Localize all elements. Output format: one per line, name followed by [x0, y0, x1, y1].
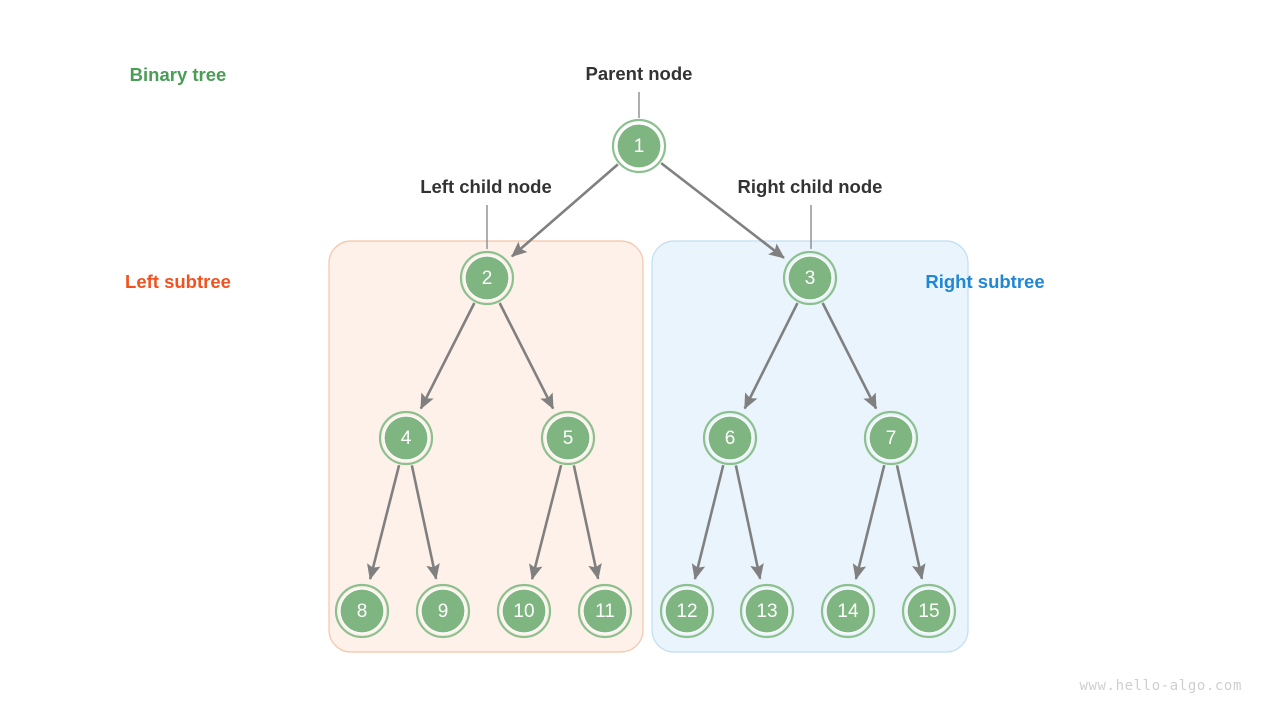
node-ring — [702, 410, 758, 466]
tree-node-15[interactable]: 15 — [901, 583, 957, 639]
node-ring — [820, 583, 876, 639]
tree-node-2[interactable]: 2 — [459, 250, 515, 306]
tree-node-3[interactable]: 3 — [782, 250, 838, 306]
tree-node-13[interactable]: 13 — [739, 583, 795, 639]
tree-edge-7-15 — [895, 465, 926, 580]
node-ring — [901, 583, 957, 639]
tree-edge-1-2 — [511, 163, 619, 258]
tree-node-9[interactable]: 9 — [415, 583, 471, 639]
tree-edge-5-11 — [572, 465, 602, 580]
tree-edge-6-12 — [691, 464, 725, 580]
node-label: 11 — [595, 601, 615, 622]
tree-node-12[interactable]: 12 — [659, 583, 715, 639]
node-disc — [502, 589, 546, 633]
node-disc — [546, 416, 590, 460]
node-label: 6 — [725, 428, 736, 449]
node-ring — [334, 583, 390, 639]
tree-node-14[interactable]: 14 — [820, 583, 876, 639]
tree-node-5[interactable]: 5 — [540, 410, 596, 466]
node-label: 14 — [837, 601, 859, 622]
node-label: 13 — [756, 601, 777, 622]
tree-edge-4-9 — [410, 465, 440, 580]
tree-edge-5-10 — [529, 464, 563, 581]
node-ring — [659, 583, 715, 639]
node-disc — [708, 416, 752, 460]
node-disc — [384, 416, 428, 460]
node-ring — [577, 583, 633, 639]
tree-node-11[interactable]: 11 — [577, 583, 633, 639]
tree-edge-2-5 — [498, 302, 555, 410]
node-disc — [826, 589, 870, 633]
node-ring — [782, 250, 838, 306]
node-ring — [415, 583, 471, 639]
node-ring — [496, 583, 552, 639]
node-disc — [465, 256, 509, 300]
tree-node-6[interactable]: 6 — [702, 410, 758, 466]
tree-edge-1-3 — [660, 162, 785, 259]
parent-node-label: Parent node — [586, 63, 693, 84]
node-disc — [617, 124, 661, 168]
right-subtree-label: Right subtree — [925, 271, 1044, 292]
right-subtree-panel — [651, 240, 969, 653]
node-ring — [459, 250, 515, 306]
left-subtree-label: Left subtree — [125, 271, 231, 292]
node-ring — [863, 410, 919, 466]
node-label: 7 — [886, 428, 897, 449]
node-disc — [583, 589, 627, 633]
tree-edges — [367, 162, 926, 581]
node-label: 12 — [676, 601, 697, 622]
node-disc — [788, 256, 832, 300]
node-label: 8 — [357, 601, 368, 622]
subtree-panels — [328, 240, 969, 653]
node-ring — [378, 410, 434, 466]
node-label: 9 — [438, 601, 449, 622]
node-label: 1 — [634, 136, 645, 157]
tree-edge-3-6 — [743, 302, 799, 410]
tree-node-8[interactable]: 8 — [334, 583, 390, 639]
diagram-title: Binary tree — [130, 64, 227, 85]
right-child-node-label: Right child node — [738, 176, 883, 197]
node-label: 2 — [482, 268, 493, 289]
tree-edge-2-4 — [419, 302, 476, 410]
node-disc — [665, 589, 709, 633]
node-ring — [739, 583, 795, 639]
node-label: 5 — [563, 428, 574, 449]
callout-leader-lines — [486, 92, 812, 249]
node-disc — [745, 589, 789, 633]
node-label: 15 — [918, 601, 939, 622]
left-child-node-label: Left child node — [420, 176, 552, 197]
watermark: www.hello-algo.com — [1079, 678, 1242, 694]
node-disc — [907, 589, 951, 633]
tree-edge-7-14 — [852, 464, 886, 580]
node-disc — [340, 589, 384, 633]
left-subtree-panel — [328, 240, 644, 653]
tree-node-7[interactable]: 7 — [863, 410, 919, 466]
node-label: 3 — [805, 268, 816, 289]
node-ring — [611, 118, 667, 174]
tree-edge-6-13 — [734, 465, 764, 580]
tree-node-1[interactable]: 1 — [611, 118, 667, 174]
tree-edge-3-7 — [821, 302, 878, 410]
tree-edge-4-8 — [367, 464, 401, 581]
node-label: 10 — [513, 601, 534, 622]
node-label: 4 — [401, 428, 412, 449]
tree-node-10[interactable]: 10 — [496, 583, 552, 639]
tree-node-4[interactable]: 4 — [378, 410, 434, 466]
node-disc — [869, 416, 913, 460]
node-ring — [540, 410, 596, 466]
node-disc — [421, 589, 465, 633]
